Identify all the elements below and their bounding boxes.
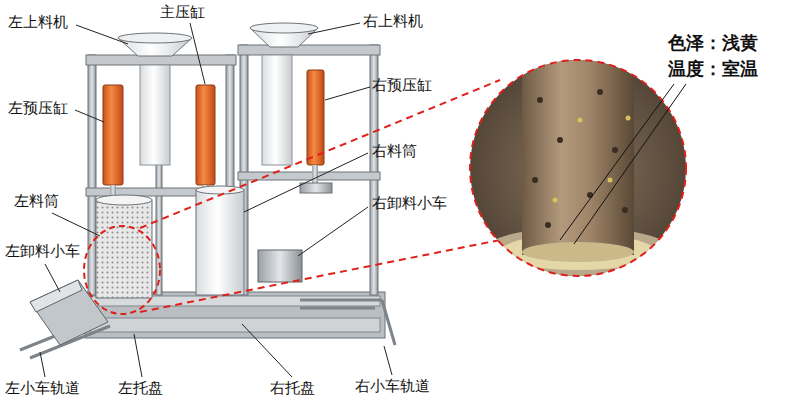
part-label: 左卸料小车 [5,243,80,260]
part-label: 左上料机 [8,14,68,31]
part-label: 右上料机 [363,13,423,30]
part-label: 主压缸 [160,4,205,21]
part-label: 右卸料小车 [372,195,447,212]
inset-note: 色泽：浅黄 [668,33,758,54]
part-label: 右料筒 [372,143,417,160]
part-label: 右托盘 [270,380,315,397]
inset-note: 温度：室温 [668,59,758,80]
part-label: 左预压缸 [8,100,68,117]
part-label: 左托盘 [118,380,163,397]
part-label: 左料筒 [14,193,59,210]
part-label: 右预压缸 [372,77,432,94]
part-label: 右小车轨道 [355,378,430,395]
part-label: 左小车轨道 [5,380,80,397]
